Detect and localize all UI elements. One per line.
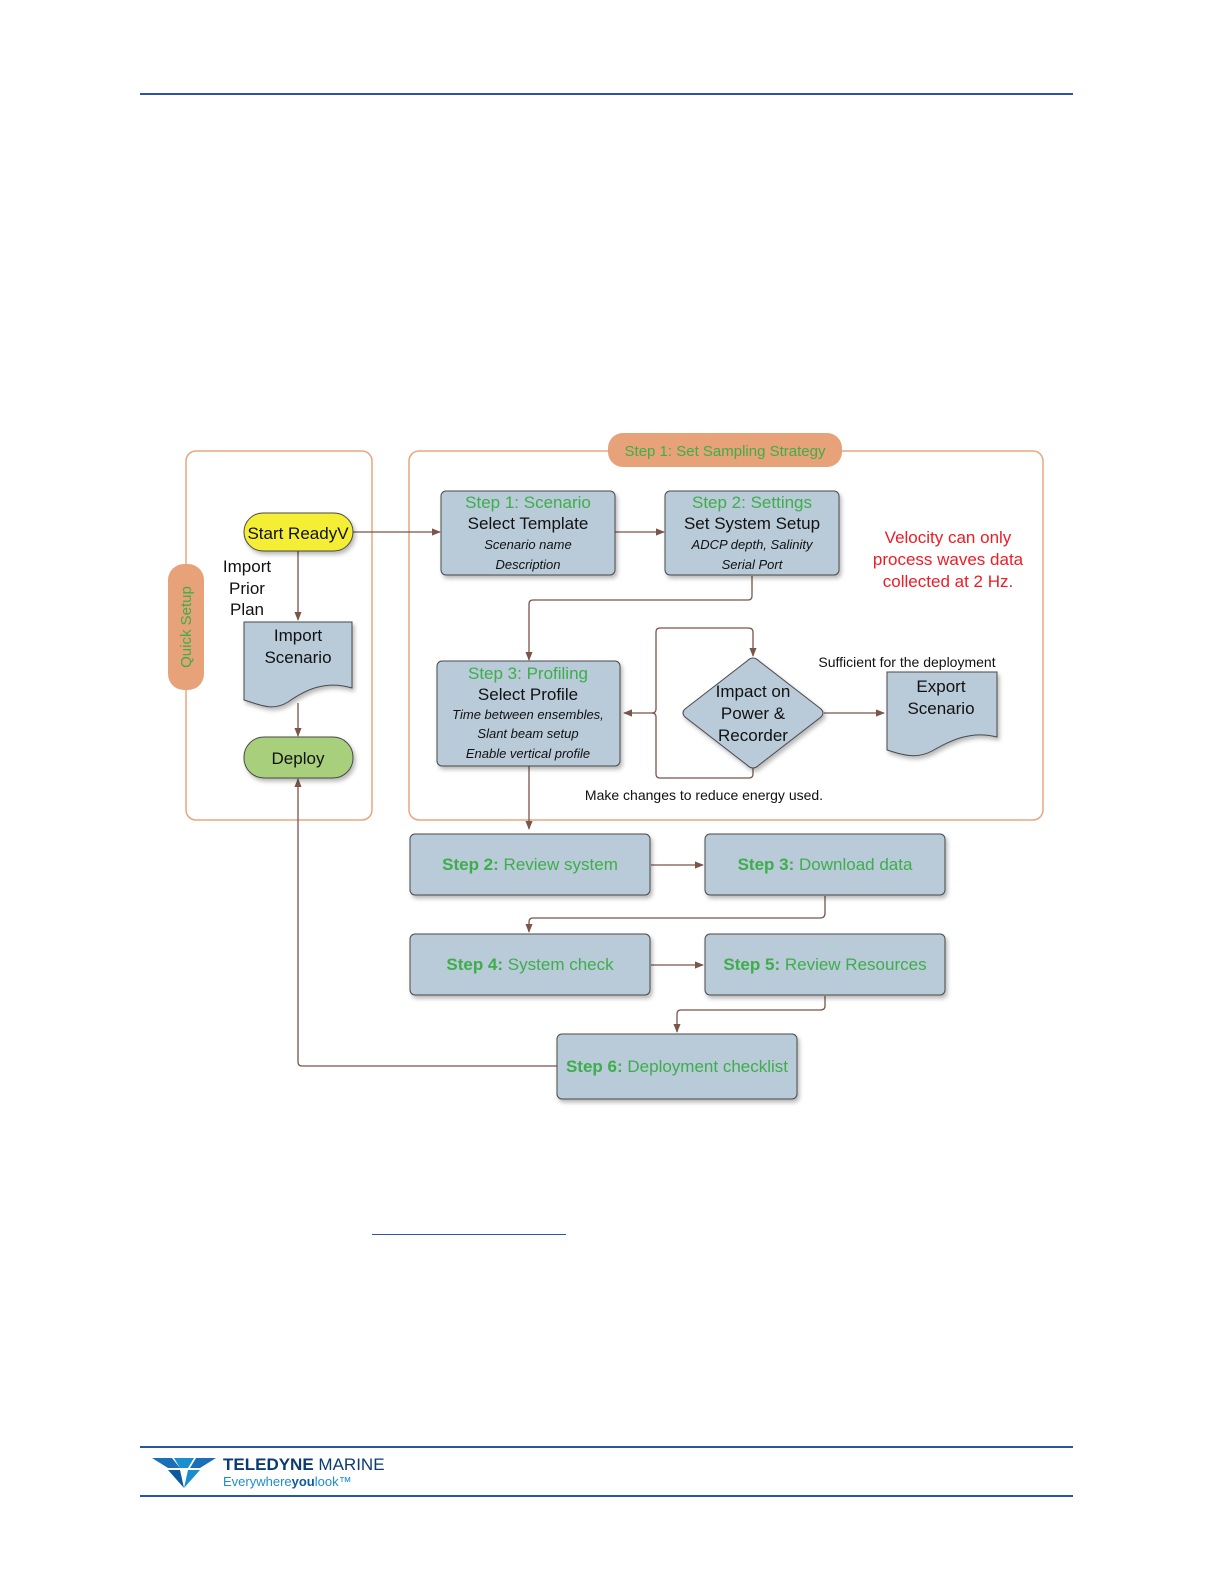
velocity-note: Velocity can only process waves data col… [873,528,1024,591]
svg-text:Import: Import [223,557,271,576]
connectors [294,528,885,1067]
svg-text:Velocity can only: Velocity can only [885,528,1012,547]
svg-text:Select Template: Select Template [468,514,589,533]
brand-name: TELEDYNE MARINE [223,1455,385,1474]
svg-text:Step 6: Deployment checklist: Step 6: Deployment checklist [566,1057,788,1076]
start-readyv-terminator: Start ReadyV [243,512,354,552]
svg-text:Scenario name: Scenario name [484,537,571,552]
svg-text:Enable vertical profile: Enable vertical profile [466,746,590,761]
header-rule [140,93,1073,95]
deploy-terminator: Deploy [243,736,354,779]
deployment-checklist-box: Step 6: Deployment checklist [556,1033,798,1100]
svg-text:Scenario: Scenario [907,699,974,718]
svg-text:Slant beam setup: Slant beam setup [477,726,578,741]
system-check-box: Step 4: System check [409,933,651,996]
download-data-box: Step 3: Download data [704,833,946,896]
sampling-strategy-tag: Step 1: Set Sampling Strategy [608,433,842,467]
svg-text:Recorder: Recorder [718,726,788,745]
profiling-box: Step 3: Profiling Select Profile Time be… [436,660,621,767]
svg-text:collected at 2 Hz.: collected at 2 Hz. [883,572,1013,591]
svg-text:Serial Port: Serial Port [722,557,784,572]
svg-text:Step 5: Review Resources: Step 5: Review Resources [723,955,926,974]
teledyne-logo-icon [152,1458,216,1488]
svg-text:Prior: Prior [229,579,265,598]
svg-text:Export: Export [916,677,965,696]
footer-rule-top [140,1446,1073,1448]
svg-text:Step 4: System check: Step 4: System check [446,955,614,974]
svg-text:Impact on: Impact on [716,682,791,701]
svg-text:Step 1: Scenario: Step 1: Scenario [465,493,591,512]
svg-text:Deploy: Deploy [272,749,325,768]
svg-text:ADCP depth, Salinity: ADCP depth, Salinity [691,537,814,552]
brand-tagline: Everywhereyoulook™ [223,1474,352,1489]
impact-decision-diamond: Impact on Power & Recorder [682,657,824,769]
svg-text:Quick Setup: Quick Setup [178,586,195,668]
svg-text:Step 2: Review system: Step 2: Review system [442,855,618,874]
changes-label: Make changes to reduce energy used. [585,787,823,803]
svg-text:Start ReadyV: Start ReadyV [247,524,349,543]
scenario-box: Step 1: Scenario Select Template Scenari… [440,490,616,576]
svg-text:Plan: Plan [230,600,264,619]
import-scenario-document: Import Scenario [243,621,353,708]
svg-text:Step 3: Profiling: Step 3: Profiling [468,664,588,683]
svg-text:Power &: Power & [721,704,786,723]
svg-text:Import: Import [274,626,322,645]
svg-text:Step 2: Settings: Step 2: Settings [692,493,812,512]
review-system-box: Step 2: Review system [409,833,651,896]
import-prior-plan-label: Import Prior Plan [223,557,271,619]
export-scenario-document: Export Scenario [886,671,998,757]
svg-text:Time between ensembles,: Time between ensembles, [452,707,604,722]
footer-rule-bottom [140,1495,1073,1497]
svg-text:Step 1: Set Sampling Strategy: Step 1: Set Sampling Strategy [625,443,826,460]
link-underline [372,1234,566,1235]
sufficient-label: Sufficient for the deployment [818,654,995,670]
review-resources-box: Step 5: Review Resources [704,933,946,996]
teledyne-marine-logo: TELEDYNE MARINE Everywhereyoulook™ [150,1452,410,1494]
svg-text:Set System Setup: Set System Setup [684,514,820,533]
svg-text:Step 3: Download data: Step 3: Download data [738,855,913,874]
svg-text:Select Profile: Select Profile [478,685,578,704]
svg-text:Scenario: Scenario [264,648,331,667]
svg-text:process waves data: process waves data [873,550,1024,569]
svg-text:Description: Description [495,557,560,572]
quick-setup-tag: Quick Setup [168,564,204,690]
settings-box: Step 2: Settings Set System Setup ADCP d… [664,490,840,576]
